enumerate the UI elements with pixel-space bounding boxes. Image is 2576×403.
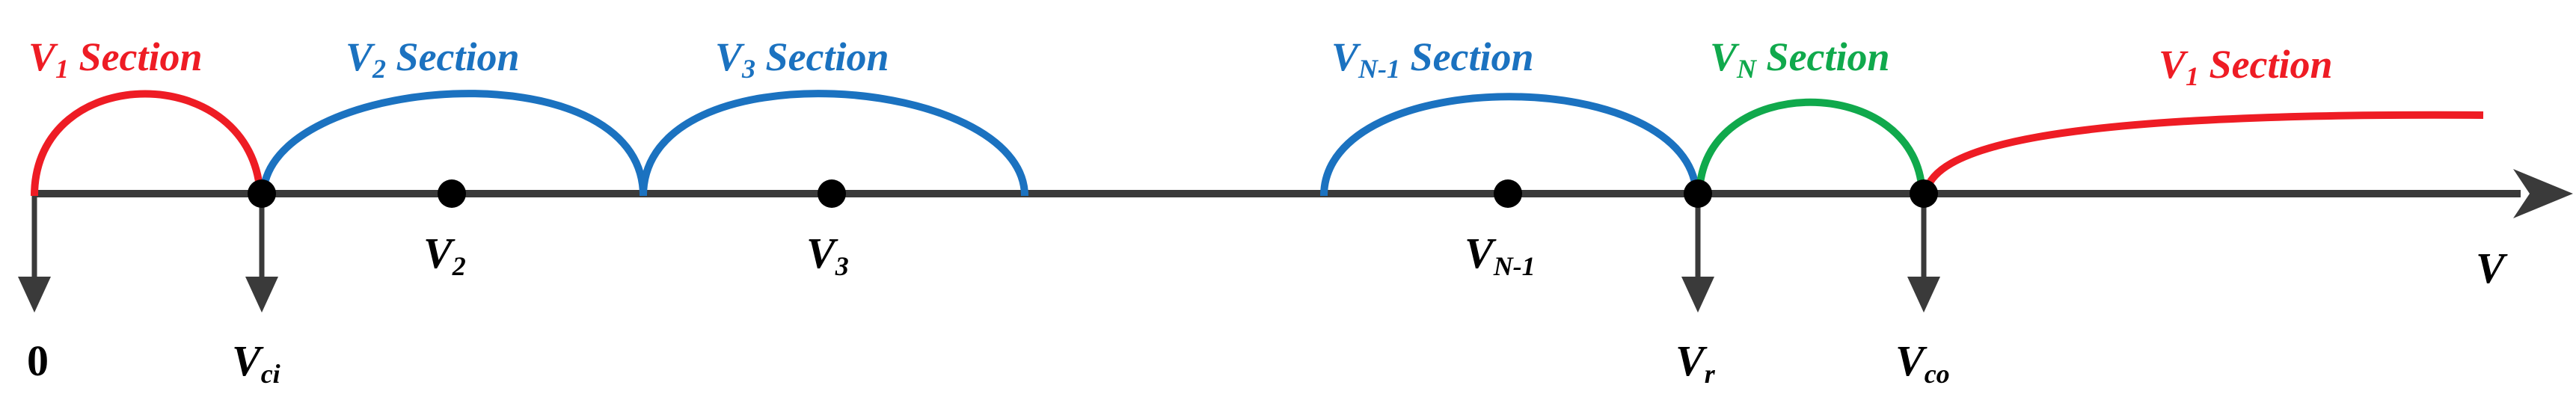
down-arrow-vr [1681, 194, 1714, 313]
marker-label-sub: ci [261, 359, 280, 389]
v2-section-arc [260, 90, 647, 197]
section-label-rest: Section [386, 34, 520, 79]
point-label-vn-1: VN-1 [1465, 229, 1536, 281]
marker-label-base: V [1675, 336, 1708, 385]
down-arrow-vci [245, 194, 278, 313]
point-v2 [438, 179, 466, 208]
point-label-sub: 2 [452, 251, 466, 281]
down-arrow-vco [1907, 194, 1940, 313]
section-label-v1-end: V1 Section [2159, 42, 2333, 91]
point-label-base: V [1465, 229, 1497, 277]
point-label-base: V [423, 229, 456, 277]
section-label-v1-start: V1 Section [28, 34, 203, 84]
section-label-rest: Section [1400, 34, 1534, 79]
marker-label-sub: r [1705, 359, 1716, 389]
section-label-sub: 2 [372, 54, 386, 84]
point-label-sub: N-1 [1493, 251, 1536, 281]
vn-1-section-arc [1320, 93, 1700, 197]
section-label-rest: Section [755, 34, 889, 79]
section-label-base: V [346, 34, 375, 79]
section-label-vn: VN Section [1710, 34, 1890, 84]
point-vco [1910, 179, 1938, 208]
section-label-sub: 3 [741, 54, 755, 84]
point-v3 [818, 179, 846, 208]
section-label-sub: 1 [55, 54, 69, 84]
section-label-rest: Section [69, 34, 203, 79]
section-label-sub: N [1736, 54, 1758, 84]
v1-section-arc-start [31, 90, 264, 197]
section-label-base: V [1710, 34, 1740, 79]
marker-label-base: V [232, 336, 264, 385]
section-label-sub: 1 [2186, 61, 2199, 91]
v1-section-arc-end [1922, 111, 2484, 197]
marker-label-base: V [1895, 336, 1928, 385]
marker-label-sub: co [1925, 359, 1950, 389]
point-vn-1 [1494, 179, 1522, 208]
marker-label-vr: Vr [1675, 336, 1716, 389]
section-label-v3: V3 Section [715, 34, 889, 84]
marker-label-vci: Vci [232, 336, 280, 389]
section-label-vn-1: VN-1 Section [1331, 34, 1534, 84]
point-vr [1684, 179, 1712, 208]
v3-section-arc [640, 90, 1028, 197]
marker-label-0: 0 [27, 336, 49, 385]
section-label-base: V [1331, 34, 1361, 79]
point-label-v2: V2 [423, 229, 466, 281]
axis-label-v: V [2476, 244, 2508, 292]
section-label-base: V [28, 34, 58, 79]
marker-label-vco: Vco [1895, 336, 1950, 389]
marker-label-base: 0 [27, 336, 49, 385]
section-label-rest: Section [1756, 34, 1890, 79]
speed-axis-arrowhead [2513, 169, 2573, 218]
section-label-v2: V2 Section [346, 34, 520, 84]
point-label-base: V [806, 229, 838, 277]
point-label-v3: V3 [806, 229, 849, 281]
vn-section-arc [1696, 98, 1926, 197]
section-label-base: V [715, 34, 745, 79]
section-label-rest: Section [2199, 42, 2333, 87]
point-label-sub: 3 [835, 251, 849, 281]
section-label-base: V [2159, 42, 2189, 87]
point-vci [248, 179, 276, 208]
section-label-sub: N-1 [1358, 54, 1400, 84]
down-arrow-0 [18, 194, 51, 313]
